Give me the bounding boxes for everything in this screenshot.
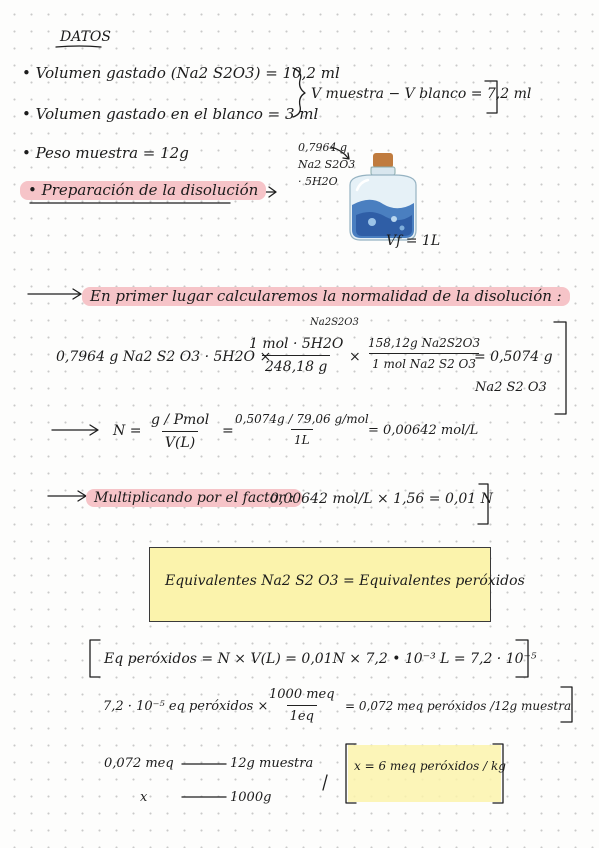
section1-arrow: [27, 288, 82, 300]
v-sample-minus-blank: V muestra − V blanco = 7,2 ml: [311, 86, 532, 102]
datos-volume-blank: • Volumen gastado en el blanco = 3 ml: [22, 105, 319, 123]
fraction-den: 1 mol Na2 S2 O3: [369, 353, 480, 371]
meq-right-bracket: [560, 686, 573, 723]
normality-result: = 0,00642 mol/L: [368, 423, 479, 438]
normality-label: N =: [113, 423, 142, 439]
fraction-meq: 1000 meq 1eq: [266, 687, 338, 724]
fraction-anhydrous: 158,12g Na2S2O3 1 mol Na2 S2 O3: [365, 336, 483, 371]
fraction-normality-values: 0,5074g / 79,06 g/mol 1L: [232, 412, 372, 447]
datos-underline: [55, 45, 102, 48]
equivalence-box: [149, 547, 491, 622]
factor-bracket: [477, 483, 489, 525]
fraction-molar-mass: 1 mol · 5H2O 248,18 g: [246, 336, 346, 375]
datos-title: DATOS: [60, 29, 111, 45]
mass-start: 0,7964 g Na2 S2 O3 · 5H2O ×: [56, 349, 272, 365]
answer-box-left: [345, 743, 357, 804]
fraction-den: 1eq: [286, 705, 317, 724]
section2-arrow: [47, 490, 87, 502]
fraction-num: 0,5074g / 79,06 g/mol: [235, 412, 369, 426]
section2-heading: Multiplicando por el factor :: [86, 489, 302, 507]
rule-a2: x: [140, 790, 148, 805]
section1-heading: En primer lugar calcularemos la normalid…: [82, 287, 570, 306]
fraction-num: g / Pmol: [151, 412, 210, 428]
fraction-num: 1 mol · 5H2O: [249, 336, 344, 352]
fraction-den: 1L: [291, 429, 313, 447]
datos-preparation: • Preparación de la disolución: [20, 181, 267, 200]
fraction-num: 1000 meq: [269, 687, 335, 702]
bottle-icon: [349, 153, 417, 241]
equals-sign: =: [222, 423, 234, 439]
fraction-den: V(L): [161, 431, 199, 451]
rule-b1: 12g muestra: [230, 756, 314, 771]
fraction-normality-formula: g / Pmol V(L): [148, 412, 212, 451]
n-arrow: [51, 424, 99, 436]
final-answer: x = 6 meq peróxidos / kg: [354, 759, 506, 773]
factor-calculation: 0,00642 mol/L × 1,56 = 0,01 N: [270, 491, 493, 507]
salt-water: · 5H2O: [298, 175, 338, 188]
answer-box-right: [492, 743, 504, 804]
eq-right-bracket: [515, 639, 529, 678]
fraction-den: 248,18 g: [261, 355, 331, 375]
meq-result: = 0,072 meq peróxidos /12g muestra: [345, 699, 572, 713]
curved-arrow-to-bottle: [330, 146, 350, 160]
top-label: Na2S2O3: [310, 317, 359, 328]
salt-formula: Na2 S2O3: [298, 158, 356, 171]
times-sign: ×: [349, 349, 361, 365]
datos-volume-spent: • Volumen gastado (Na2 S2O3) = 10,2 ml: [22, 64, 340, 82]
rule-a1: 0,072 meq: [104, 756, 174, 771]
equivalence-text: Equivalentes Na2 S2 O3 = Equivalentes pe…: [165, 573, 525, 589]
final-volume: Vf = 1L: [386, 233, 441, 249]
datos-sample-weight: • Peso muestra = 12g: [22, 144, 189, 162]
comma-mark: [322, 774, 328, 791]
rule-b2: 1000g: [230, 790, 272, 805]
eq-peroxides-calc: Eq peróxidos = N × V(L) = 0,01N × 7,2 • …: [104, 651, 537, 667]
mass-result: = 0,5074 g: [474, 349, 553, 365]
fraction-num: 158,12g Na2S2O3: [368, 336, 481, 350]
v-muestra-bracket: [484, 80, 498, 114]
calc-bracket: [553, 321, 567, 415]
right-brace: [292, 67, 306, 118]
salt-mass: 0,7964 g: [298, 141, 348, 154]
eq-left-bracket: [89, 639, 101, 678]
answer-box-fill: [348, 745, 501, 802]
mass-result-unit: Na2 S2 O3: [475, 380, 547, 395]
meq-start: 7,2 · 10⁻⁵ eq peróxidos ×: [103, 699, 269, 714]
